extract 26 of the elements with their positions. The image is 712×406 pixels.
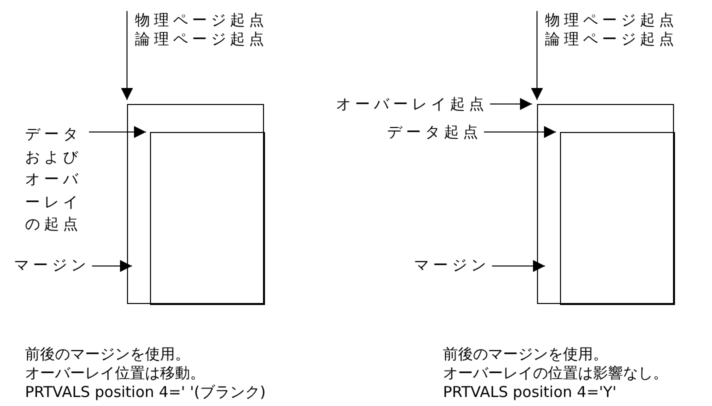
leader-arrow: [88, 126, 146, 138]
note-text: PRTVALS position 4='Y': [443, 383, 616, 402]
callout-label: 物理ページ起点: [545, 11, 679, 30]
page-rectangle: [560, 132, 675, 305]
leader-arrow: [492, 260, 546, 272]
callout-label: データ起点: [387, 123, 482, 142]
leader-arrow: [484, 126, 556, 138]
callout-label: マージン: [414, 256, 490, 275]
callout-label: 論理ページ起点: [545, 30, 679, 49]
callout-label: 物理ページ起点: [135, 11, 269, 30]
note-text: 前後のマージンを使用。: [443, 345, 608, 364]
note-text: オーバーレイ位置は移動。: [25, 364, 205, 383]
page-rectangle: [127, 104, 264, 304]
note-text: PRTVALS position 4=' '(ブランク): [25, 383, 266, 402]
leader-arrow: [92, 260, 132, 272]
callout-label: 論理ページ起点: [135, 30, 269, 49]
note-text: 前後のマージンを使用。: [25, 345, 190, 364]
note-text: オーバーレイの位置は影響なし。: [443, 364, 668, 383]
callout-label: オーバーレイ起点: [336, 95, 488, 114]
callout-label: マージン: [14, 256, 90, 275]
page-rectangle: [150, 132, 265, 305]
leader-arrow: [490, 98, 532, 110]
page-rectangle: [537, 104, 674, 304]
callout-label: データおよびオーバーレイの起点: [25, 123, 87, 236]
leader-arrow: [121, 10, 133, 100]
leader-arrow: [531, 10, 543, 100]
